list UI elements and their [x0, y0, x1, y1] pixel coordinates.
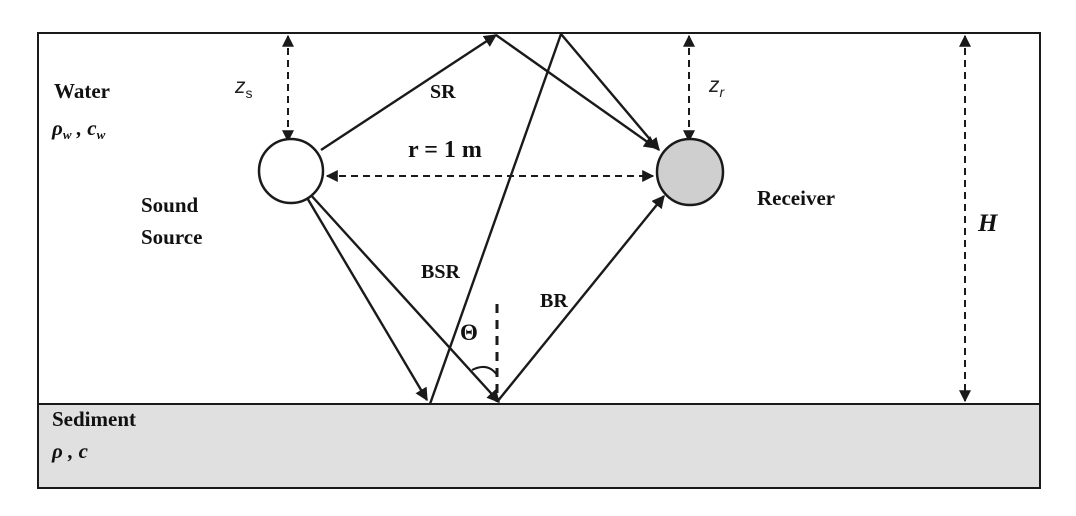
zr-label: zr [708, 74, 726, 100]
receiver-circle [655, 137, 725, 207]
receiver-label: Receiver [757, 186, 835, 210]
br-label: BR [540, 290, 568, 312]
bsr-label: BSR [421, 261, 460, 283]
zs-label: zs [234, 75, 253, 101]
angle-arc [471, 365, 498, 376]
sediment-props: ρ , c [51, 439, 89, 463]
ray-sr-up [320, 33, 498, 152]
ray-bsr-up [428, 33, 563, 405]
sediment-label: Sediment [52, 407, 136, 431]
ray-bsr-source-down [304, 195, 429, 402]
source-label-line1: Sound [141, 193, 199, 217]
water-label: Water [54, 79, 110, 103]
ray-sr-down [495, 34, 658, 149]
sr-label: SR [430, 81, 456, 103]
range-label: r = 1 m [408, 137, 482, 163]
h-label: H [977, 210, 999, 237]
sound-source-circle [257, 137, 325, 205]
ray-bsr-down [560, 33, 660, 151]
ray-br-source-down [308, 192, 500, 403]
source-label-line2: Source [141, 225, 202, 249]
sediment-region [37, 403, 1041, 489]
water-props: ρw , cw [51, 116, 106, 142]
ray-br-up [496, 194, 665, 403]
angle-label: Θ [460, 320, 478, 345]
